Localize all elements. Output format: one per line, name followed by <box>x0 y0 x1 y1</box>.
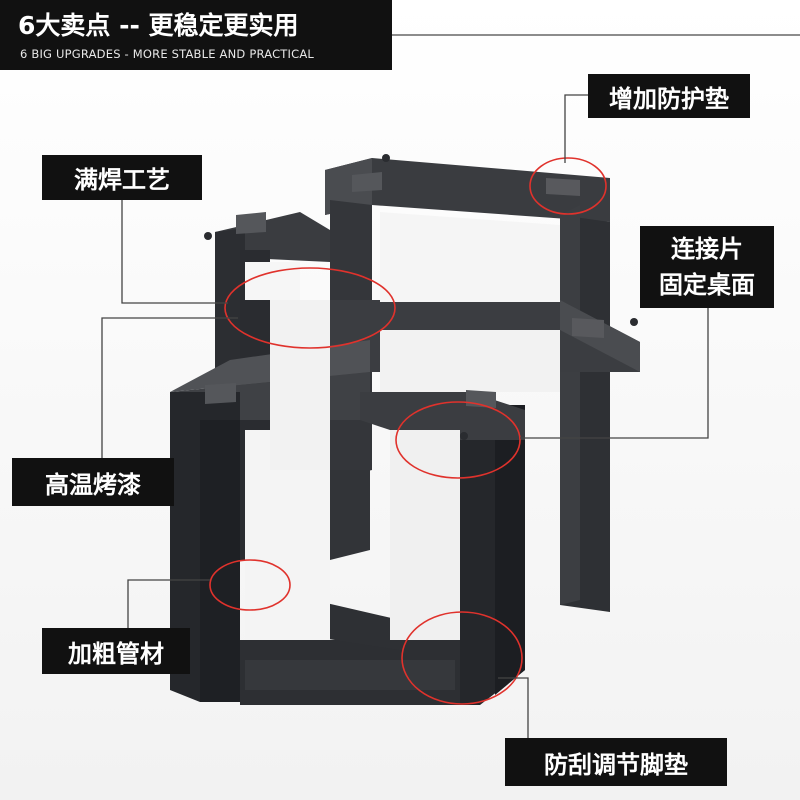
label-connector: 连接片 固定桌面 <box>640 226 774 308</box>
leader-line-connector <box>520 308 709 439</box>
label-connector-line2: 固定桌面 <box>659 271 755 299</box>
leader-line-tube <box>127 579 210 628</box>
callout-circle-tube <box>209 559 291 611</box>
callout-circle-connector <box>395 401 521 479</box>
callout-circle-foot <box>401 611 523 705</box>
label-tube: 加粗管材 <box>42 628 190 674</box>
header-subtitle: 6 BIG UPGRADES - MORE STABLE AND PRACTIC… <box>20 47 315 61</box>
leader-line-pad <box>564 94 593 163</box>
callout-circle-weld <box>224 267 396 349</box>
label-foot: 防刮调节脚垫 <box>505 738 727 786</box>
header-title: 6大卖点 -- 更稳定更实用 <box>18 11 299 40</box>
header-banner: 6大卖点 -- 更稳定更实用 6 BIG UPGRADES - MORE STA… <box>0 0 392 70</box>
label-pad: 增加防护垫 <box>588 74 750 118</box>
leader-line-weld <box>121 200 228 304</box>
callout-circle-pad <box>529 157 607 215</box>
leader-line-paint <box>101 317 238 460</box>
label-paint: 高温烤漆 <box>12 458 174 506</box>
callout-circles <box>209 157 607 705</box>
label-weld: 满焊工艺 <box>42 155 202 200</box>
label-connector-line1: 连接片 <box>671 235 743 263</box>
